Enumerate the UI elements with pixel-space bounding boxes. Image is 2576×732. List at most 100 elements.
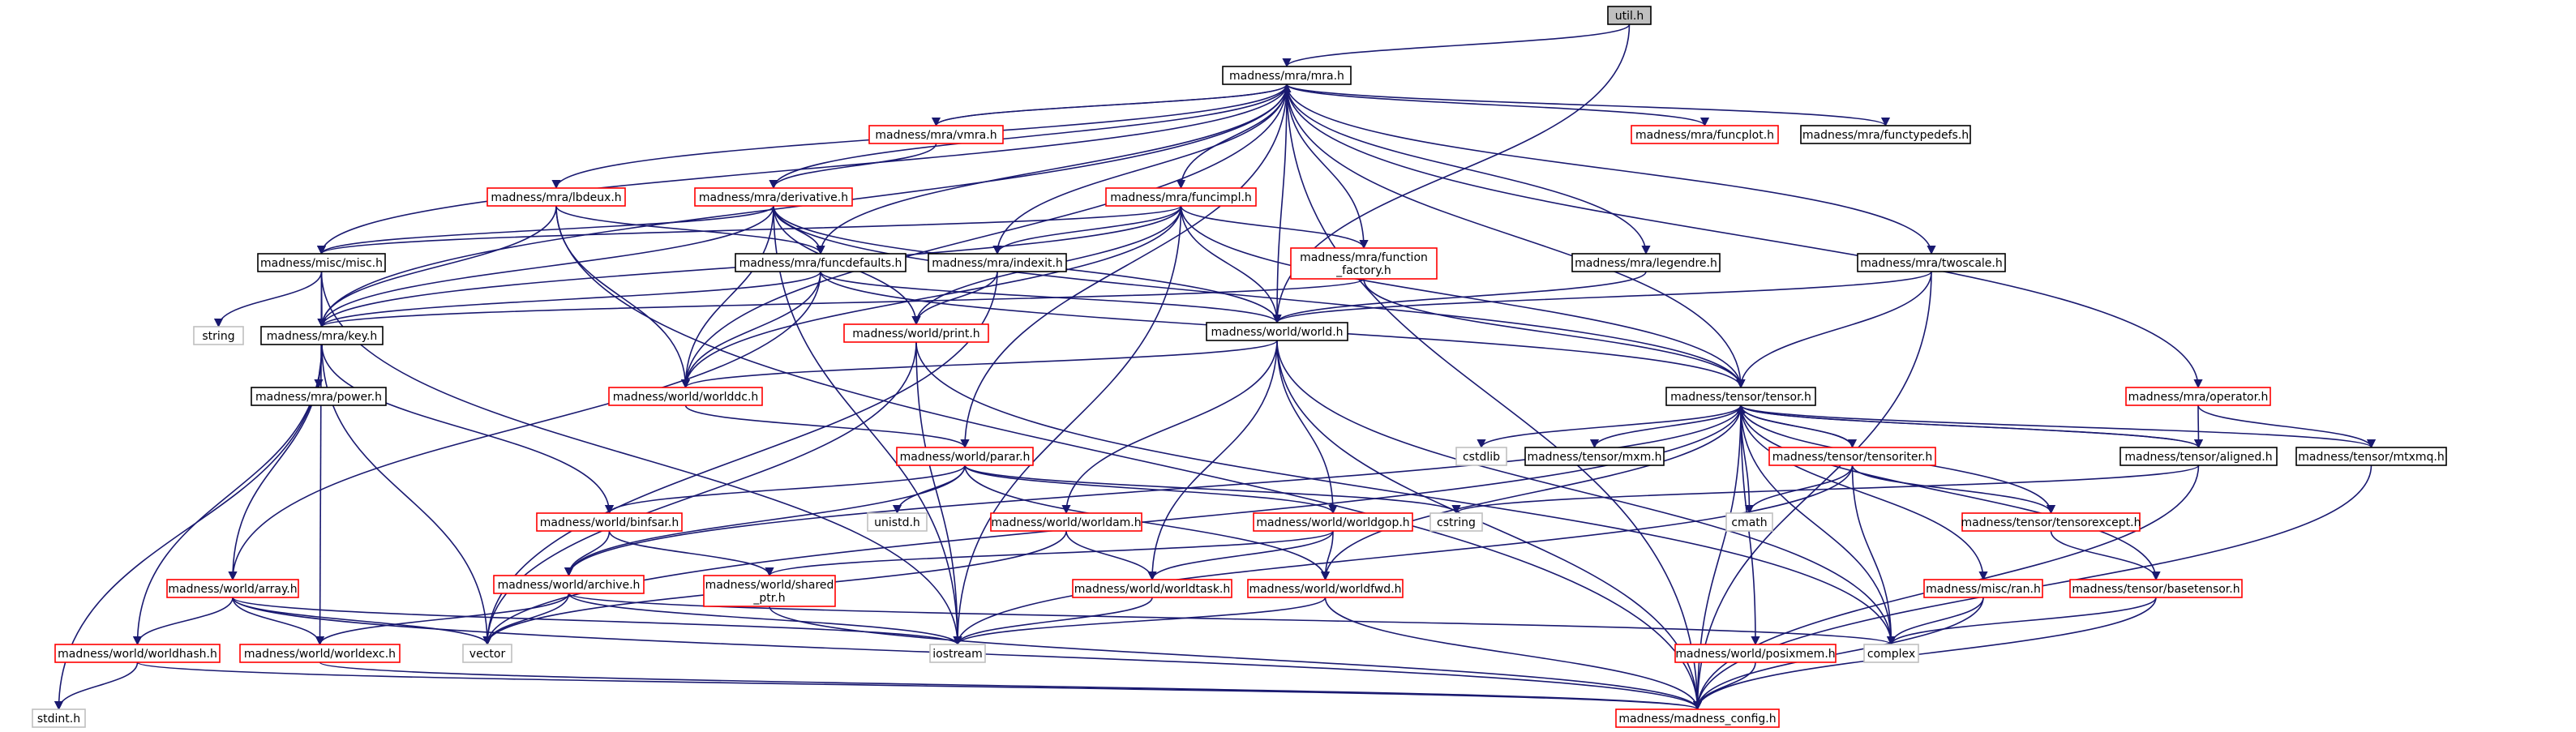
node-layer: util.h madness/mra/mra.h madness/mra/vmra.… (32, 6, 2447, 728)
node-binfsar-h[interactable]: madness/world/binfsar.h (536, 512, 683, 532)
edge-derivative_h-to-tensor_h (773, 205, 1746, 389)
edge-tensor_h-to-cstdlib (1477, 405, 1742, 449)
node-box (1857, 253, 2006, 272)
node-util-h[interactable]: util.h (1607, 6, 1652, 25)
node-power-h[interactable]: madness/mra/power.h (251, 387, 387, 406)
edge-funcimpl_h-to-misc_h (317, 205, 1182, 255)
node-lbdeux-h[interactable]: madness/mra/lbdeux.h (486, 187, 626, 207)
node-box (1863, 644, 1919, 663)
node-ran-h[interactable]: madness/misc/ran.h (1923, 579, 2043, 598)
node-funcdefaults-h[interactable]: madness/mra/funcdefaults.h (735, 253, 907, 272)
edge-mra_h-to-twoscale_h (1286, 83, 1936, 255)
node-funcimpl-h[interactable]: madness/mra/funcimpl.h (1105, 187, 1257, 207)
edge-archive_h-to-complex (568, 593, 1896, 646)
node-worldfwd-h[interactable]: madness/world/worldfwd.h (1247, 579, 1404, 598)
node-function-factory-h[interactable]: madness/mra/function_factory.h (1290, 247, 1438, 280)
node-basetensor-h[interactable]: madness/tensor/basetensor.h (2069, 579, 2243, 598)
node-operator-h[interactable]: madness/mra/operator.h (2125, 387, 2271, 406)
node-mtxmq-h[interactable]: madness/tensor/mtxmq.h (2295, 447, 2447, 466)
edge-world_h-to-worldtask_h (1147, 340, 1278, 581)
node-worlddc-h[interactable]: madness/world/worlddc.h (608, 387, 763, 406)
node-vmra-h[interactable]: madness/mra/vmra.h (868, 125, 1004, 144)
node-shared-ptr-h[interactable]: madness/world/shared_ptr.h (703, 575, 836, 607)
node-box (536, 512, 683, 532)
node-label: madness/tensor/basetensor.h (2072, 583, 2240, 596)
edge-archive_h-to-iostream (568, 593, 962, 646)
node-label: madness/madness_config.h (1618, 713, 1776, 726)
node-parar-h[interactable]: madness/world/parar.h (896, 447, 1034, 466)
node-misc-h[interactable]: madness/misc/misc.h (257, 253, 386, 272)
node-label: madness/world/binfsar.h (540, 516, 679, 529)
edge-tensor_h-to-complex (1740, 405, 1897, 646)
edge-funcdefaults_h-to-worlddc_h (680, 271, 821, 389)
node-box (929, 644, 986, 663)
edge-archive_h-to-worldexc_h (315, 593, 570, 646)
node-tensorexcept-h[interactable]: madness/tensor/tensorexcept.h (1961, 512, 2141, 532)
node-box (1455, 447, 1507, 466)
node-box (867, 512, 928, 532)
node-twoscale-h[interactable]: madness/mra/twoscale.h (1857, 253, 2006, 272)
edge-worldgop_h-to-worldfwd_h (1320, 530, 1334, 581)
node-tensor-h[interactable]: madness/tensor/tensor.h (1665, 387, 1816, 406)
node-madness-config-h[interactable]: madness/madness_config.h (1615, 708, 1780, 728)
edge-mra_h-to-functypedefs_h (1286, 83, 1890, 127)
node-aligned-h[interactable]: madness/tensor/aligned.h (2120, 447, 2278, 466)
node-funcplot-h[interactable]: madness/mra/funcplot.h (1631, 125, 1779, 144)
node-label: madness/world/shared (705, 579, 834, 592)
node-label: madness/world/worlddc.h (613, 391, 759, 404)
node-key-h[interactable]: madness/mra/key.h (260, 326, 384, 345)
node-worldexc-h[interactable]: madness/world/worldexc.h (239, 644, 401, 663)
node-label: madness/mra/function (1300, 251, 1428, 264)
node-box (462, 644, 512, 663)
edge-worldgop_h-to-worldtask_h (1147, 530, 1334, 581)
edge-key_h-to-binfsar_h (321, 344, 615, 515)
node-worldgop-h[interactable]: madness/world/worldgop.h (1253, 512, 1413, 532)
edge-lbdeux_h-to-madness_config_h (555, 205, 1703, 711)
node-box (1206, 322, 1348, 341)
node-print-h[interactable]: madness/world/print.h (843, 323, 989, 343)
edge-worldfwd_h-to-madness_config_h (1324, 597, 1703, 711)
node-box (843, 323, 989, 343)
edge-array_h-to-iostream (232, 597, 962, 646)
node-mxm-h[interactable]: madness/tensor/mxm.h (1524, 447, 1665, 466)
edge-tensoriter_h-to-iostream (953, 464, 1854, 646)
node-derivative-h[interactable]: madness/mra/derivative.h (694, 187, 853, 207)
edge-tensor_h-to-archive_h (564, 405, 1742, 577)
node-functypedefs-h[interactable]: madness/mra/functypedefs.h (1800, 125, 1971, 144)
node-box (735, 253, 907, 272)
node-label: cmath (1731, 516, 1767, 529)
node-label: madness/world/worldgop.h (1256, 516, 1409, 529)
node-tensoriter-h[interactable]: madness/tensor/tensoriter.h (1768, 447, 1936, 466)
node-box (694, 187, 853, 207)
edge-worldgop_h-to-shared_ptr_h (765, 530, 1334, 577)
node-worldam-h[interactable]: madness/world/worldam.h (990, 512, 1142, 532)
node-world-h[interactable]: madness/world/world.h (1206, 322, 1348, 341)
edge-tensor_h-to-worldfwd_h (1320, 405, 1742, 581)
node-mra-h[interactable]: madness/mra/mra.h (1222, 66, 1352, 85)
node-indexit-h[interactable]: madness/mra/indexit.h (928, 253, 1067, 272)
node-box (1253, 512, 1413, 532)
node-array-h[interactable]: madness/world/array.h (166, 579, 299, 598)
edge-print_h-to-complex (915, 341, 1897, 646)
node-posixmem-h[interactable]: madness/world/posixmem.h (1674, 644, 1837, 663)
node-worldtask-h[interactable]: madness/world/worldtask.h (1072, 579, 1232, 598)
node-worldhash-h[interactable]: madness/world/worldhash.h (54, 644, 221, 663)
node-iostream: iostream (929, 644, 986, 663)
edge-array_h-to-worldhash_h (132, 597, 234, 646)
node-label: _ptr.h (752, 592, 785, 605)
edge-derivative_h-to-key_h (317, 205, 774, 328)
edge-funcimpl_h-to-worlddc_h (680, 205, 1182, 389)
node-label: string (202, 330, 234, 343)
node-archive-h[interactable]: madness/world/archive.h (493, 575, 645, 594)
node-box (896, 447, 1034, 466)
edge-tensor_h-to-ran_h (1740, 405, 1988, 581)
node-legendre-h[interactable]: madness/mra/legendre.h (1571, 253, 1721, 272)
node-box (1524, 447, 1665, 466)
edge-legendre_h-to-world_h (1272, 271, 1647, 324)
node-box (1429, 512, 1483, 532)
node-label: madness/world/archive.h (498, 579, 641, 592)
node-cmath: cmath (1725, 512, 1773, 532)
node-label: madness/world/worldfwd.h (1249, 583, 1401, 596)
node-stdint-h: stdint.h (32, 708, 86, 728)
node-label: stdint.h (37, 713, 80, 726)
